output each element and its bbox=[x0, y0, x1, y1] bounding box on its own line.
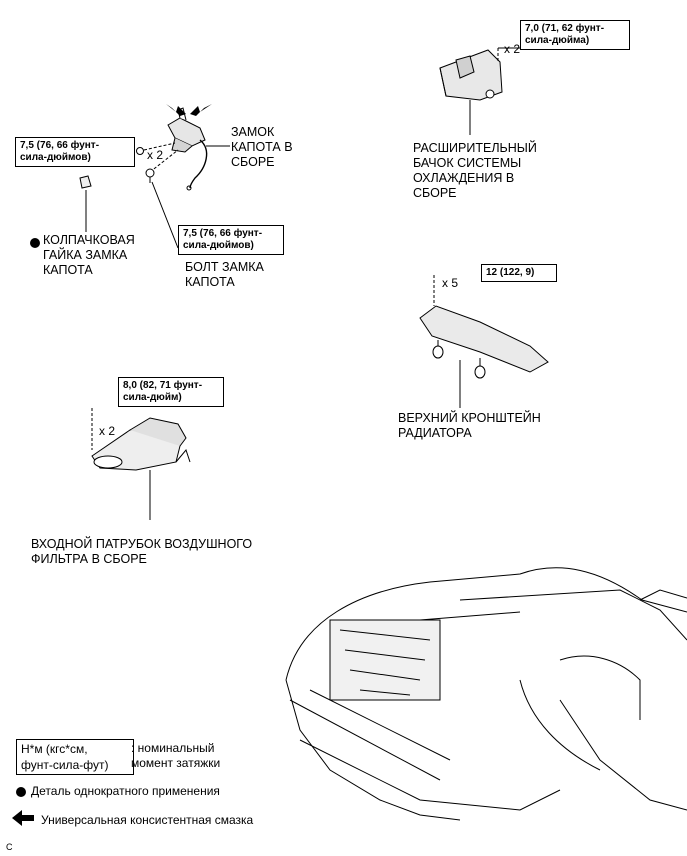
legend-non-reusable: Деталь однократного применения bbox=[31, 784, 220, 798]
legend-grease-arrow bbox=[12, 810, 34, 826]
hood-lock-bolt bbox=[136, 147, 155, 183]
label-hood-lock: ЗАМОК КАПОТА В СБОРЕ bbox=[231, 125, 293, 169]
qty-air-inlet: x 2 bbox=[99, 424, 116, 438]
torque-hood-lock: 7,5 (76, 66 фунт- сила-дюймов) bbox=[15, 137, 135, 167]
reservoir-drawing bbox=[439, 47, 520, 135]
cap-nut-drawing bbox=[79, 175, 92, 189]
qty-hood-lock: x 2 bbox=[147, 148, 164, 162]
label-cap-nut: КОЛПАЧКОВАЯ ГАЙКА ЗАМКА КАПОТА bbox=[43, 233, 135, 277]
support-drawing bbox=[419, 275, 549, 408]
label-air-inlet: ВХОДНОЙ ПАТРУБОК ВОЗДУШНОГО ФИЛЬТРА В СБ… bbox=[31, 537, 253, 566]
hood-lock-drawing bbox=[143, 107, 208, 191]
torque-support: 12 (122, 9) bbox=[481, 264, 557, 282]
qty-support: x 5 bbox=[442, 276, 459, 290]
qty-reservoir: x 2 bbox=[504, 42, 521, 56]
label-lock-bolt: БОЛТ ЗАМКА КАПОТА bbox=[185, 260, 264, 289]
torque-lock-bolt: 7,5 (76, 66 фунт- сила-дюймов) bbox=[178, 225, 284, 255]
air-inlet-drawing bbox=[91, 408, 191, 520]
corner-mark: C bbox=[6, 842, 13, 852]
torque-reservoir: 7,0 (71, 62 фунт- сила-дюйма) bbox=[520, 20, 630, 50]
label-support: ВЕРХНИЙ КРОНШТЕЙН РАДИАТОРА bbox=[398, 411, 541, 440]
legend-torque-desc: : номинальный момент затяжки bbox=[131, 741, 221, 770]
non-reusable-dot bbox=[30, 238, 40, 248]
legend-torque-unit: Н*м (кгс*см, фунт-сила-фут) bbox=[16, 739, 134, 775]
torque-air-inlet: 8,0 (82, 71 фунт- сила-дюйм) bbox=[118, 377, 224, 407]
legend-non-reusable-dot bbox=[16, 787, 26, 797]
legend-grease: Универсальная консистентная смазка bbox=[41, 813, 254, 827]
grease-arrows bbox=[166, 104, 212, 116]
vehicle-drawing bbox=[285, 567, 687, 821]
label-reservoir: РАСШИРИТЕЛЬНЫЙ БАЧОК СИСТЕМЫ ОХЛАЖДЕНИЯ … bbox=[413, 141, 537, 200]
